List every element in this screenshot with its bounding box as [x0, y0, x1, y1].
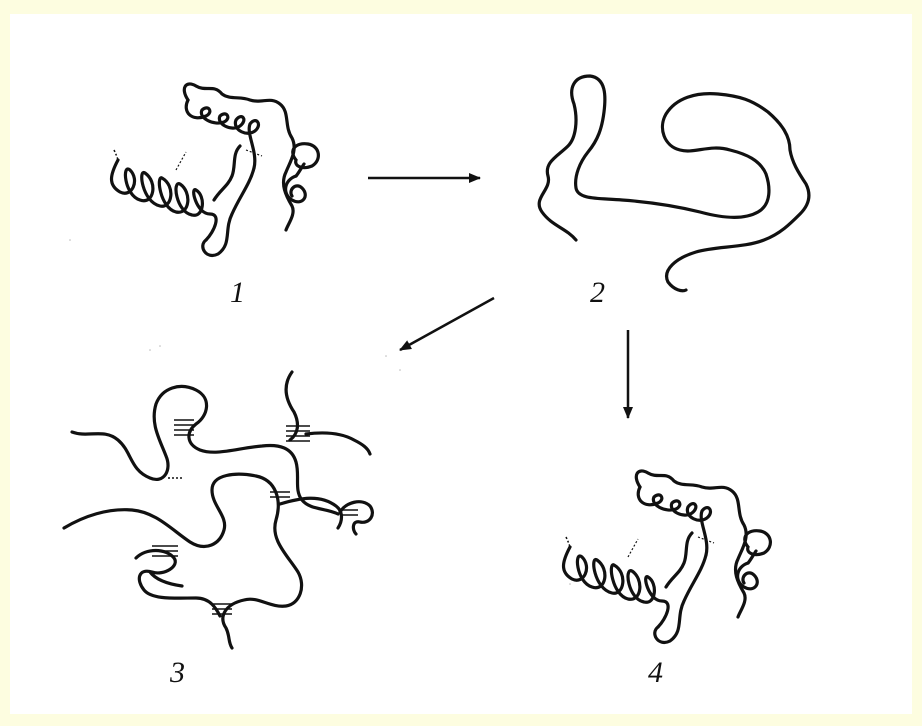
refolded-protein-4	[564, 471, 771, 643]
aggregated-proteins-3	[64, 372, 372, 648]
label-state-1: 1	[230, 276, 245, 310]
label-state-2: 2	[590, 276, 605, 310]
unfolded-protein-2	[539, 76, 809, 291]
label-state-4: 4	[648, 656, 663, 690]
arrow-2-to-3	[400, 298, 494, 350]
label-state-3: 3	[170, 656, 185, 690]
scan-specks	[69, 239, 571, 585]
native-protein-1	[112, 84, 319, 256]
